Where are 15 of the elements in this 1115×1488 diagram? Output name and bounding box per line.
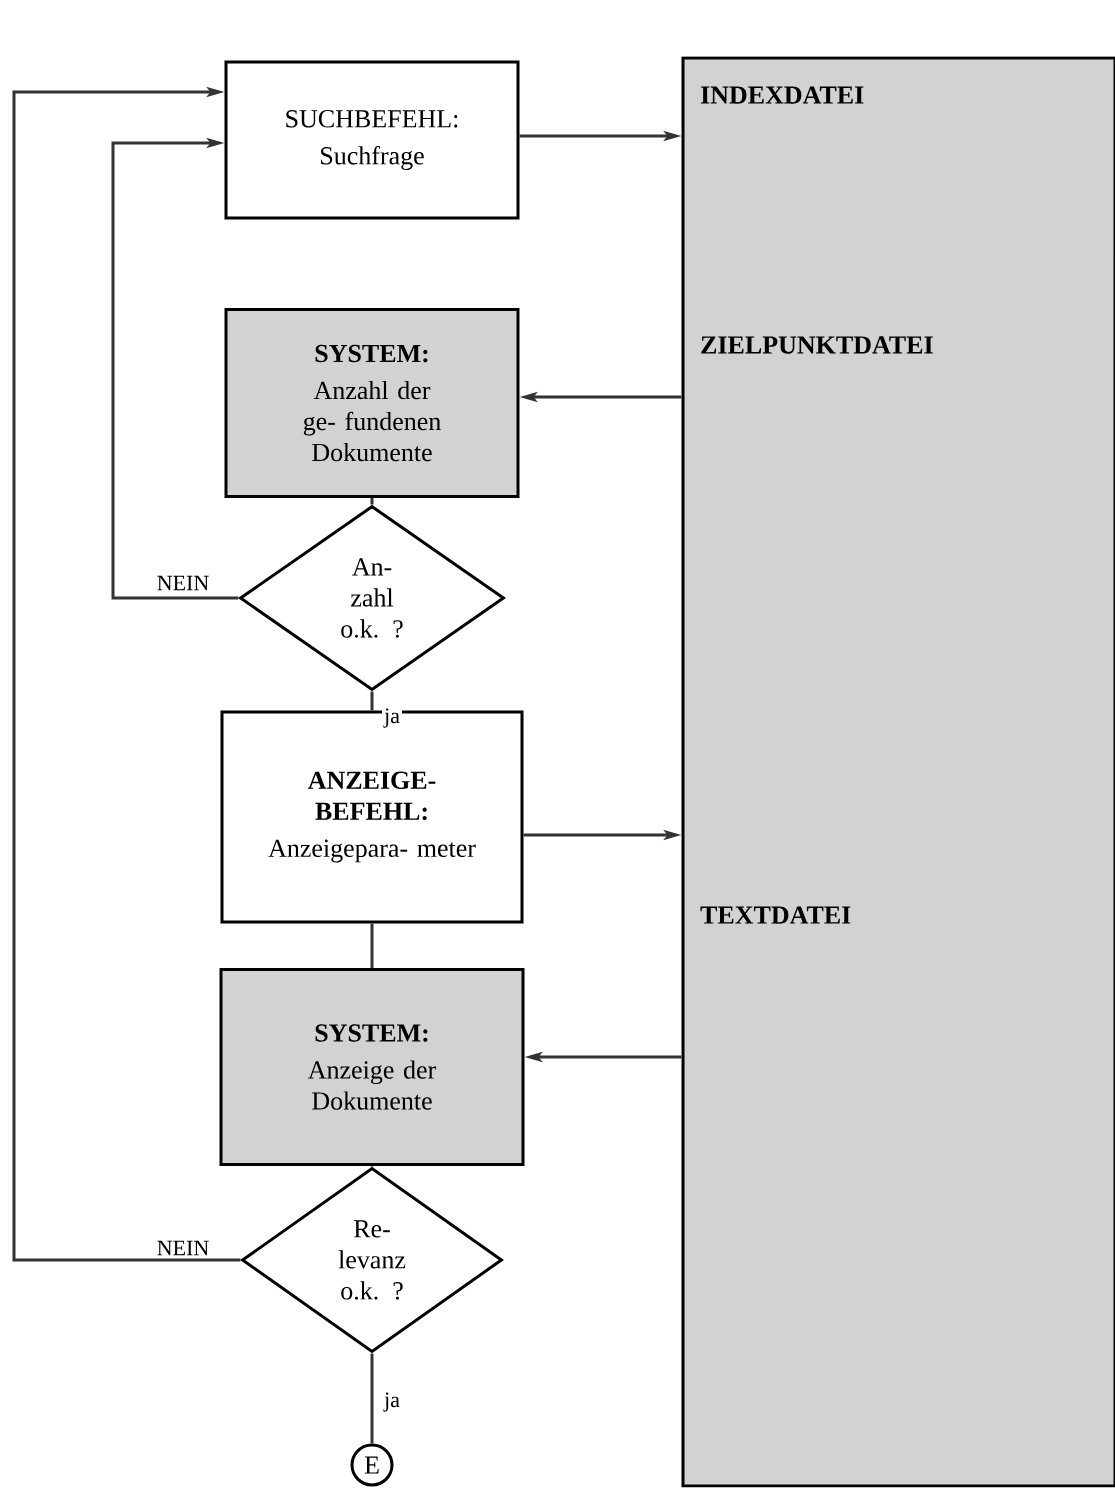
connector-line: [111, 137, 239, 600]
connector-line: [370, 498, 374, 505]
edge-label: NEIN: [154, 1238, 212, 1258]
process-box: SUCHBEFEHL: Suchfrage: [224, 60, 520, 220]
connector-line: [370, 691, 374, 711]
edge-label: ja: [382, 1390, 402, 1414]
connector-line: [370, 1166, 374, 1167]
edge-label: NEIN: [154, 573, 212, 593]
connector-line: [370, 923, 374, 968]
connector-line: [370, 1353, 374, 1444]
file-panel: INDEXDATEI ZIELPUNKTDATEI TEXTDATEI: [681, 56, 1115, 1488]
edge-label: ja: [382, 706, 402, 730]
connector-line: [12, 86, 241, 1262]
process-box: SYSTEM: Anzahl der ge- fundenen Dokumente: [224, 308, 520, 498]
process-box: SYSTEM: Anzeige der Dokumente: [219, 968, 525, 1166]
